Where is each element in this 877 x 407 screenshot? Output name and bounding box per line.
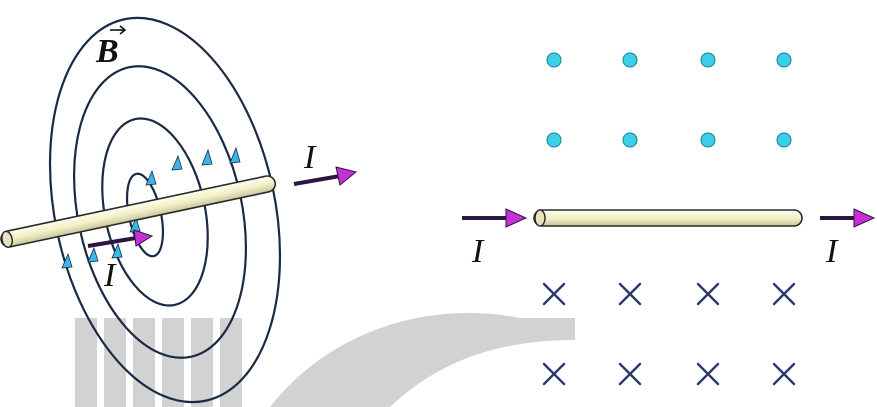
left-wire-body (0, 175, 277, 248)
field-dot (546, 132, 562, 148)
field-dot (776, 52, 792, 68)
left-wire-end (1, 230, 13, 248)
field-arrow (171, 154, 183, 171)
right-wire (533, 209, 803, 227)
watermark-bar-4 (162, 318, 184, 407)
watermark-bar-2 (104, 318, 126, 407)
current-label-right-out: I (825, 233, 839, 270)
field-arrow (201, 148, 213, 166)
field-vector-arrow (110, 25, 127, 35)
field-arrow (61, 252, 73, 269)
field-cross (542, 362, 566, 386)
field-dot (700, 132, 716, 148)
field-dot (622, 132, 638, 148)
current-arrow-left-in (462, 208, 528, 228)
into-page-field (542, 282, 796, 386)
left-wire (0, 175, 277, 248)
field-arrow (145, 169, 157, 186)
field-dot (700, 52, 716, 68)
right-figure: I I (462, 52, 876, 386)
field-dot (546, 52, 562, 68)
watermark-bar-1 (75, 318, 97, 407)
field-dot (776, 132, 792, 148)
left-figure: B I I (0, 16, 358, 404)
out-of-page-field (546, 52, 792, 148)
current-arrow-right (293, 166, 358, 186)
watermark-arc (270, 312, 575, 407)
field-cross (772, 362, 796, 386)
field-cross (772, 282, 796, 306)
field-cross (618, 362, 642, 386)
current-label-inner: I (103, 257, 117, 294)
field-cross (696, 282, 720, 306)
field-arrow (111, 242, 123, 259)
field-dot (622, 52, 638, 68)
field-arrow (87, 246, 99, 263)
field-cross (542, 282, 566, 306)
field-label-b: B (95, 33, 119, 70)
watermark (75, 312, 575, 407)
current-arrow-right-out (820, 208, 876, 228)
field-arrow (229, 146, 241, 164)
current-arrow-inner (87, 229, 154, 248)
current-label-left: I (471, 233, 485, 270)
field-arrows (61, 146, 241, 269)
watermark-bar-5 (191, 318, 213, 407)
field-cross (618, 282, 642, 306)
right-wire-body (533, 209, 803, 227)
right-wire-end (534, 209, 546, 227)
current-label-right: I (303, 139, 317, 176)
field-cross (696, 362, 720, 386)
watermark-bar-3 (133, 318, 155, 407)
